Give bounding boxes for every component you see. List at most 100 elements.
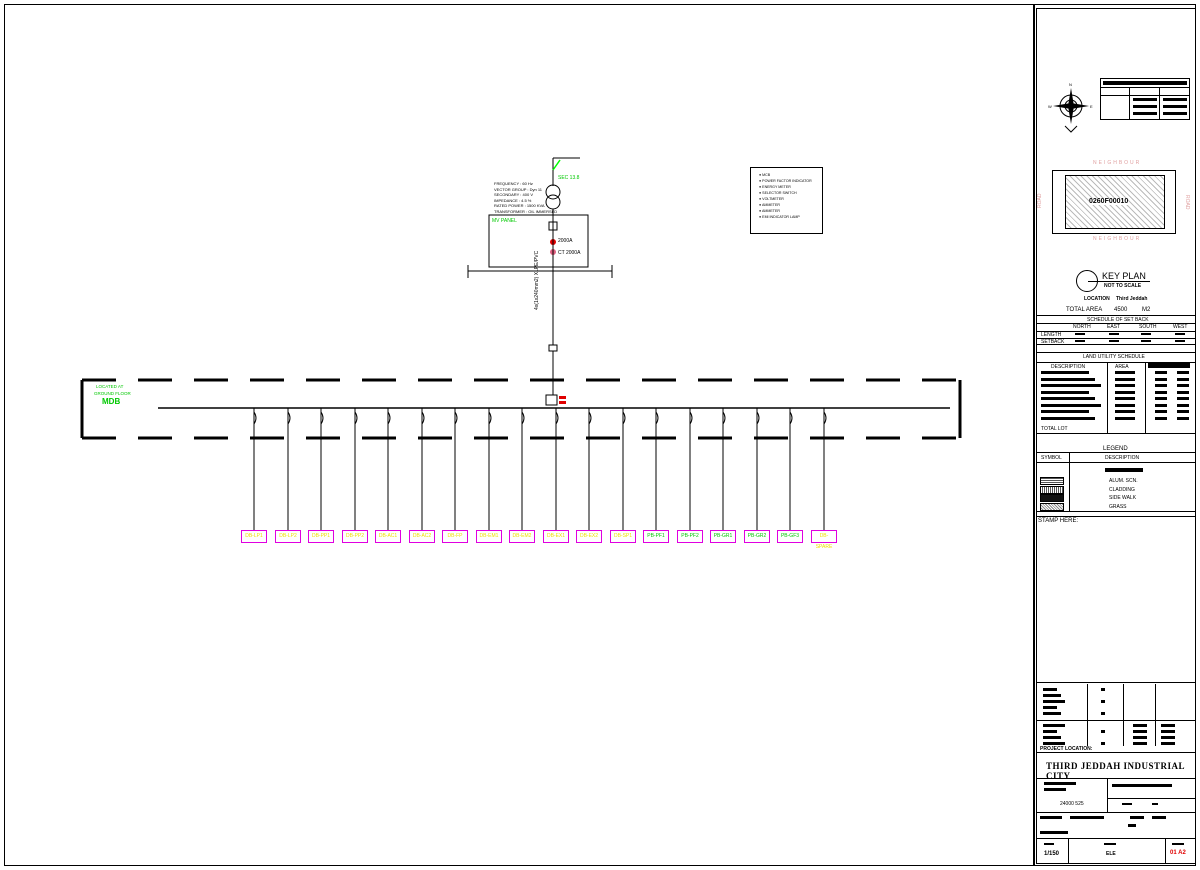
land-utility-schedule: LAND UTILITY SCHEDULE DESCRIPTION AREA T… (1037, 352, 1195, 434)
revision-cell (1133, 724, 1147, 727)
setback-value (1075, 340, 1085, 342)
land-utility-cell (1177, 390, 1189, 394)
revision-cell (1133, 730, 1147, 733)
land-utility-cell (1115, 416, 1135, 420)
legend-swatch (1040, 494, 1064, 502)
legend-item: GRASS (1109, 503, 1127, 510)
feeder-breaker (622, 411, 626, 425)
project-name: THIRD JEDDAH INDUSTRIAL CITY (1046, 761, 1185, 781)
setback-value (1175, 333, 1185, 335)
land-utility-cell (1041, 371, 1089, 374)
land-utility-cell (1041, 397, 1095, 400)
revision-table (1037, 684, 1195, 748)
setback-value (1175, 340, 1185, 342)
compass-n: N (1069, 82, 1072, 87)
revision-cell (1101, 742, 1105, 745)
land-utility-cell (1041, 384, 1101, 387)
coordinates-table (1100, 78, 1190, 120)
mdb-enclosure (82, 378, 960, 440)
symbol-item: ● EMI INDICATOR LAMP (759, 215, 800, 219)
legend-title: LEGEND (1103, 446, 1128, 452)
total-area-unit: M2 (1142, 307, 1151, 313)
land-utility-cell (1041, 410, 1089, 413)
breaker-rating: 2000A (558, 238, 573, 244)
sheet-code: ELE (1106, 851, 1116, 857)
land-utility-cell (1115, 384, 1135, 387)
feeder-tag: DB-PP2 (342, 530, 368, 543)
revision-cell (1043, 694, 1061, 697)
legend-item: SIDE WALK (1109, 495, 1137, 501)
feeder-breaker (488, 411, 492, 425)
symbol-item: ● AMMETER (759, 209, 780, 213)
symbol-item: ● ENERGY METER (759, 185, 791, 189)
land-utility-cell (1115, 397, 1135, 400)
land-utility-cell (1155, 371, 1167, 374)
feeder-breaker (521, 411, 525, 425)
setback-value (1141, 340, 1151, 342)
feeder-breaker (253, 411, 257, 425)
land-utility-cell (1041, 377, 1095, 381)
land-utility-cell (1177, 416, 1189, 420)
revision-cell (1161, 730, 1175, 733)
location-value: Third Jeddah (1116, 296, 1148, 302)
feeder-tag: DB-PP1 (308, 530, 334, 543)
sheet-number: 01 A2 (1170, 850, 1186, 856)
legend-swatch (1040, 502, 1064, 511)
transformer-primary (545, 184, 561, 200)
land-utility-cell (1155, 416, 1167, 420)
job-number: 24000 525 (1060, 801, 1084, 807)
feeder-breaker (722, 411, 726, 425)
mdb-location-label: LOCATED AT (96, 384, 124, 389)
revision-cell (1101, 700, 1105, 703)
feeder-breaker (354, 411, 358, 425)
feeder-tag: DB-EM1 (476, 530, 502, 543)
legend-swatch (1040, 477, 1064, 485)
meter-box (548, 344, 558, 352)
revision-cell (1043, 742, 1065, 745)
legend-swatch (1040, 485, 1064, 494)
north-arrow: N W E (1048, 82, 1093, 133)
transformer-spec: TRANSFORMER : OIL IMMERSED (494, 208, 558, 214)
location-label: LOCATION (1084, 296, 1110, 302)
land-utility-cell (1177, 397, 1189, 400)
land-utility-cell (1115, 377, 1135, 381)
feeder-tag: DB-SPARE (811, 530, 837, 550)
feeder-tag: DB-EX2 (576, 530, 602, 543)
feeder-breaker (287, 411, 291, 425)
plot-id: 0260F00010 (1089, 198, 1129, 205)
setback-title: SCHEDULE OF SET BACK (1087, 317, 1149, 323)
land-utility-cell (1177, 371, 1189, 374)
transformer-spec: SECONDARY : 400 V (494, 192, 533, 197)
revision-cell (1043, 736, 1061, 739)
legend-item: CLADDING (1109, 486, 1135, 493)
setback-row-label: SETBACK (1041, 339, 1065, 345)
legend-description-header: DESCRIPTION (1105, 455, 1140, 461)
setback-row-label: LENGTH (1041, 332, 1062, 338)
feeder-tag: PB-GR2 (744, 530, 770, 543)
land-utility-cell (1177, 410, 1189, 413)
feeder-tag: DB-LP1 (241, 530, 267, 543)
mdb-location-value: GROUND FLOOR (94, 391, 131, 396)
transformer-spec: VECTOR GROUP : Dyn 11 (494, 186, 543, 192)
key-plan-left-label: ROAD (1037, 193, 1043, 208)
feeder-breaker (320, 411, 324, 425)
feeder-tag: DB-EX1 (543, 530, 569, 543)
mv-panel-box (488, 214, 589, 268)
setback-header: NORTH (1073, 324, 1091, 330)
land-utility-cell (1155, 403, 1167, 407)
feeder-tag: DB-LP2 (275, 530, 301, 543)
feeder-tag: PB-GF3 (777, 530, 803, 543)
incoming-label: SEC 13.8 (558, 175, 580, 181)
transformer-spec: IMPEDANCE : 4.5 % (494, 197, 532, 203)
feeder-breaker (823, 411, 827, 425)
symbol-item: ● MCB (759, 173, 771, 177)
main-cable-label: 4x(1x240mm2) XLPE/PVC (534, 250, 540, 310)
incomer-red (559, 396, 566, 399)
feeder-breaker (689, 411, 693, 425)
land-utility-cell (1041, 390, 1089, 394)
symbol-item: ● POWER FACTOR INDICATOR (759, 179, 812, 183)
total-area-label: TOTAL AREA (1066, 307, 1103, 313)
setback-value (1141, 333, 1151, 335)
symbol-item: ● VOLTMETER (759, 197, 784, 201)
